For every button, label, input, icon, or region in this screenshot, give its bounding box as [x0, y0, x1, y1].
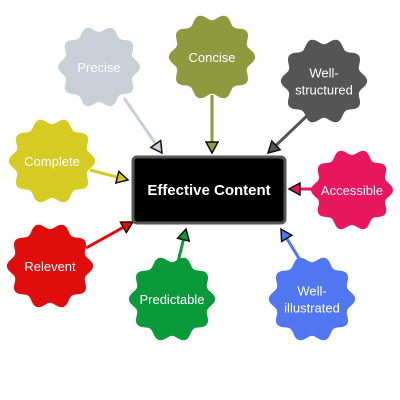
node-label-line: Accessible	[321, 183, 383, 198]
node-shape-predictable	[128, 257, 216, 341]
arrowhead-concise	[204, 141, 220, 155]
arrow-well-illustrated	[285, 237, 302, 261]
arrows-layer	[85, 95, 314, 263]
node-shape-well-structured	[280, 39, 368, 123]
arrowhead-relevent	[119, 221, 135, 235]
node-label-line: Precise	[77, 60, 120, 75]
node-label-accessible: Accessible	[321, 183, 383, 198]
node-shape-complete	[8, 119, 96, 203]
arrowhead-well-illustrated	[280, 227, 294, 243]
node-label-precise: Precise	[77, 60, 120, 75]
arrowhead-predictable	[176, 227, 191, 243]
node-complete: Complete	[8, 119, 96, 203]
node-well-structured: Well-structured	[280, 39, 368, 123]
node-shape-concise	[168, 15, 256, 99]
node-shape-well-illustrated	[268, 257, 356, 341]
center-box-rect	[131, 155, 287, 225]
node-label-line: Well-	[297, 284, 326, 299]
node-relevent: Relevent	[6, 224, 94, 308]
node-label-relevent: Relevent	[24, 259, 76, 274]
node-label-line: Relevent	[24, 259, 76, 274]
arrow-complete	[89, 168, 118, 179]
node-label-well-structured: Well-structured	[295, 66, 353, 98]
arrowhead-precise	[149, 139, 163, 155]
arrow-relevent	[85, 226, 125, 250]
arrowhead-accessible	[287, 181, 301, 197]
node-accessible: Accessible	[310, 150, 394, 230]
node-label-line: structured	[295, 83, 353, 98]
node-label-complete: Complete	[24, 154, 80, 169]
arrowhead-complete	[114, 169, 130, 185]
center-box-label: Effective Content	[147, 182, 270, 199]
arrow-precise	[122, 97, 157, 145]
arrowhead-well-structured	[266, 139, 282, 155]
nodes-layer: Precise ConciseWell-structuredCompleteAcc…	[6, 15, 394, 341]
arrow-predictable	[176, 239, 185, 263]
node-predictable: Predictable	[128, 257, 216, 341]
node-well-illustrated: Well-illustrated	[268, 257, 356, 341]
node-label-line: Complete	[24, 154, 80, 169]
node-label-line: Predictable	[139, 292, 204, 307]
node-label-well-illustrated: Well-illustrated	[284, 284, 340, 316]
node-shape-precise	[57, 27, 141, 107]
node-concise: Concise	[168, 15, 256, 99]
node-shape-relevent	[6, 224, 94, 308]
node-precise: Precise	[57, 27, 141, 107]
node-label-concise: Concise	[189, 50, 236, 65]
node-label-line: Well-	[309, 66, 338, 81]
node-label-predictable: Predictable	[139, 292, 204, 307]
center-box: Effective Content	[131, 155, 287, 225]
node-shape-accessible	[310, 150, 394, 230]
node-label-line: illustrated	[284, 301, 340, 316]
node-label-line: Concise	[189, 50, 236, 65]
